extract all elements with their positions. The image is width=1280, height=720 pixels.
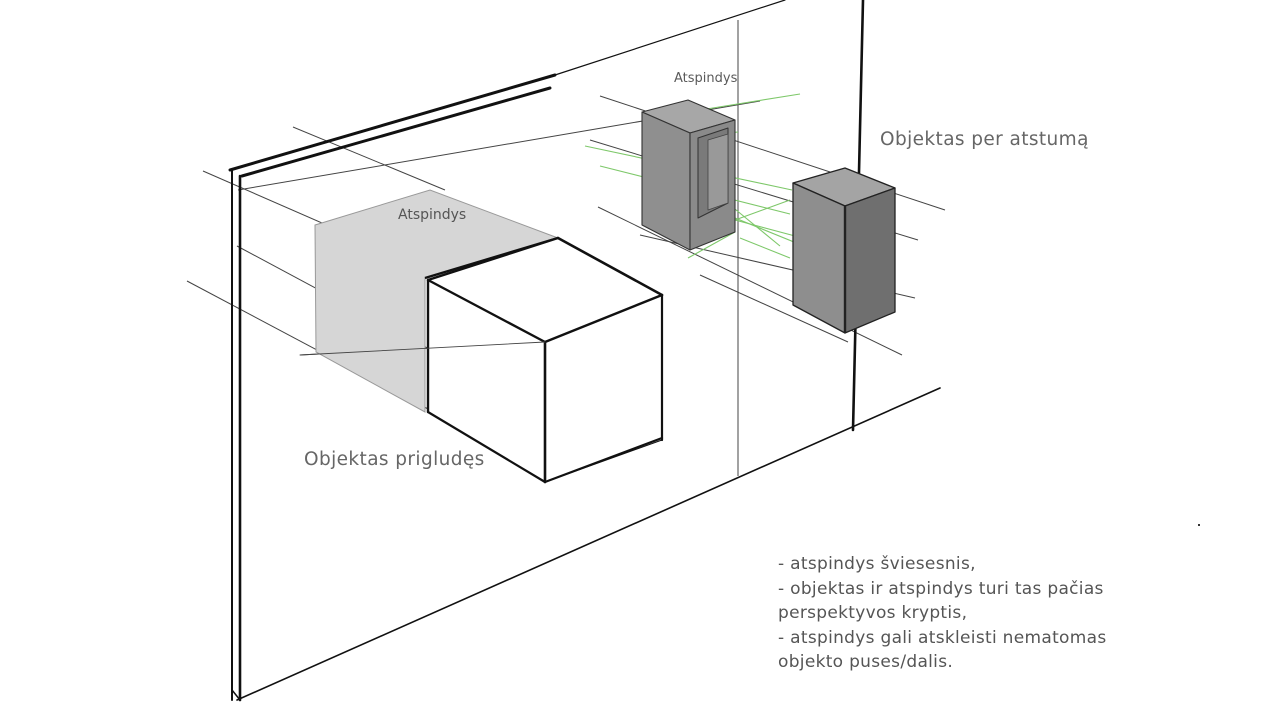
stray-dot: [1198, 524, 1200, 526]
far-object-label: Objektas per atstumą: [880, 129, 1089, 150]
far-reflection-label: Atspindys: [674, 71, 738, 86]
note-line: - objektas ir atspindys turi tas pačias: [778, 578, 1104, 599]
near-object-label: Objektas prigludęs: [304, 449, 485, 470]
far-reflection: [641, 99, 736, 251]
far-box: [792, 167, 896, 334]
note-line: objekto puses/dalis.: [778, 652, 954, 672]
note-line: - atspindys gali atskleisti nematomas: [778, 627, 1107, 648]
note-line: - atspindys šviesesnis,: [778, 554, 976, 574]
near-cube: [299, 236, 664, 484]
notes-list: - atspindys šviesesnis, - objektas ir at…: [778, 552, 1107, 675]
near-reflection-label: Atspindys: [398, 207, 467, 223]
note-line: perspektyvos kryptis,: [778, 603, 968, 623]
